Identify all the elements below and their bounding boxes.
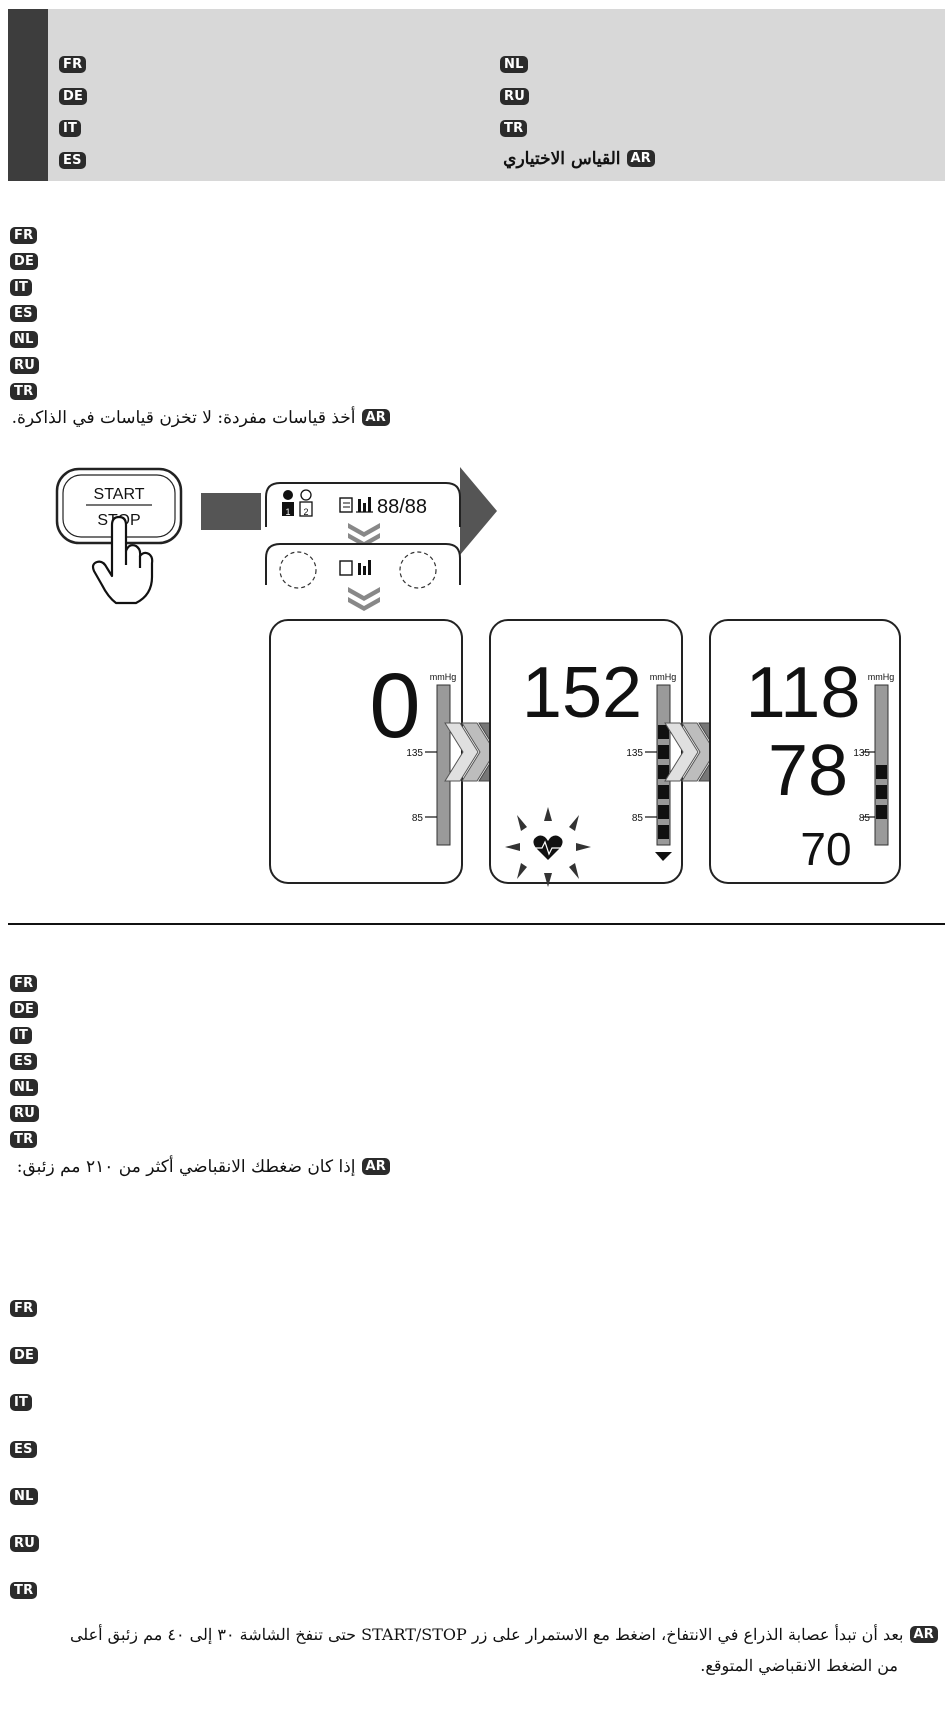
lang-tag-de: DE [59, 88, 88, 105]
screen3-pulse: 70 [800, 823, 851, 875]
lang-tag-de: DE [10, 1347, 39, 1364]
lcd-screen-zero: 0 mmHg 135 85 [269, 619, 463, 884]
screen2-value: 152 [522, 653, 642, 733]
lang-tag-tr: TR [500, 120, 528, 137]
lang-tag-fr: FR [10, 227, 38, 244]
section3-ar-text-1: بعد أن تبدأ عصابة الذراع في الانتفاخ، اض… [69, 1625, 904, 1644]
pointing-hand-icon [91, 515, 154, 605]
lang-tag-de: DE [10, 1001, 39, 1018]
start-stop-button: START STOP [55, 467, 183, 545]
lcd-screen-inflating: 152 mmHg 135 85 [489, 619, 683, 887]
section3-ar-text-2: من الضغط الانقباضي المتوقع. [700, 1656, 898, 1675]
lcd-screen-result: 118 78 70 mmHg 135 85 [709, 619, 901, 884]
lang-tag-tr: TR [10, 383, 38, 400]
section1-ar-text: أخذ قياسات مفردة: لا تخزن قياسات في الذا… [11, 408, 356, 428]
lang-tag-nl: NL [500, 56, 528, 73]
section3-ar-line-1: AR بعد أن تبدأ عصابة الذراع في الانتفاخ، … [70, 1625, 938, 1644]
lang-tag-fr: FR [59, 56, 87, 73]
ar-title-text: القياس الاختياري [503, 149, 621, 169]
screen1-unit: mmHg [430, 672, 457, 682]
lang-tag-es: ES [10, 1441, 37, 1458]
lang-tag-it: IT [10, 1394, 33, 1411]
lang-tag-ru: RU [500, 88, 529, 105]
lang-tag-ru: RU [10, 357, 39, 374]
lang-tag-it: IT [10, 279, 33, 296]
screen1-value: 0 [369, 655, 420, 757]
screen3-scale-low: 85 [859, 813, 871, 824]
lang-tag-nl: NL [10, 331, 38, 348]
screen3-diastolic: 78 [768, 731, 848, 811]
screen3-scale-mid: 135 [853, 748, 870, 759]
lang-tag-ar: AR [361, 409, 390, 426]
section3-ar-line-2: من الضغط الانقباضي المتوقع. [700, 1656, 898, 1675]
heart-icon [505, 807, 591, 887]
screen2-scale-mid: 135 [626, 748, 643, 759]
screen1-scale-low: 85 [412, 813, 424, 824]
header-tab [8, 9, 48, 181]
lang-tag-es: ES [10, 1053, 37, 1070]
lang-tag-tr: TR [10, 1582, 38, 1599]
lang-tag-fr: FR [10, 1300, 38, 1317]
header-ar-title: AR القياس الاختياري [503, 149, 655, 169]
section-divider [8, 923, 945, 925]
measurement-figure: START STOP 1 2 88/88 [55, 467, 901, 887]
section1-ar-line: AR أخذ قياسات مفردة: لا تخزن قياسات في ال… [12, 408, 390, 428]
top-display-digits: 88/88 [377, 496, 427, 518]
lang-tag-es: ES [10, 305, 37, 322]
lang-tag-fr: FR [10, 975, 38, 992]
button-label-start: START [94, 486, 145, 503]
screen1-scale-mid: 135 [406, 748, 423, 759]
lang-tag-ar: AR [361, 1158, 390, 1175]
section2-ar-line: AR إذا كان ضغطك الانقباضي أكثر من ٢١٠ مم … [17, 1157, 390, 1177]
lcd-top-display: 1 2 88/88 [265, 482, 461, 527]
screen3-unit: mmHg [868, 672, 895, 682]
screen2-unit: mmHg [650, 672, 677, 682]
lcd-flashing-display [265, 543, 461, 589]
lang-tag-ru: RU [10, 1105, 39, 1122]
lang-tag-ar: AR [909, 1626, 938, 1643]
transition-chevrons-2 [664, 722, 733, 782]
screen2-scale-low: 85 [632, 813, 644, 824]
header-band [8, 9, 945, 181]
lang-tag-de: DE [10, 253, 39, 270]
progress-arrow-head [460, 467, 497, 555]
lang-tag-es: ES [59, 152, 86, 169]
lang-tag-ar: AR [626, 150, 655, 167]
lang-tag-it: IT [59, 120, 82, 137]
progress-arrow-shaft [201, 493, 261, 530]
chevron-down-icon [348, 587, 380, 611]
lang-tag-nl: NL [10, 1488, 38, 1505]
lang-tag-tr: TR [10, 1131, 38, 1148]
section2-ar-text: إذا كان ضغطك الانقباضي أكثر من ٢١٠ مم زئ… [16, 1157, 356, 1177]
svg-text:2: 2 [303, 507, 308, 517]
lang-tag-nl: NL [10, 1079, 38, 1096]
lang-tag-ru: RU [10, 1535, 39, 1552]
lang-tag-it: IT [10, 1027, 33, 1044]
screen3-systolic: 118 [746, 653, 861, 733]
svg-text:1: 1 [285, 507, 290, 517]
